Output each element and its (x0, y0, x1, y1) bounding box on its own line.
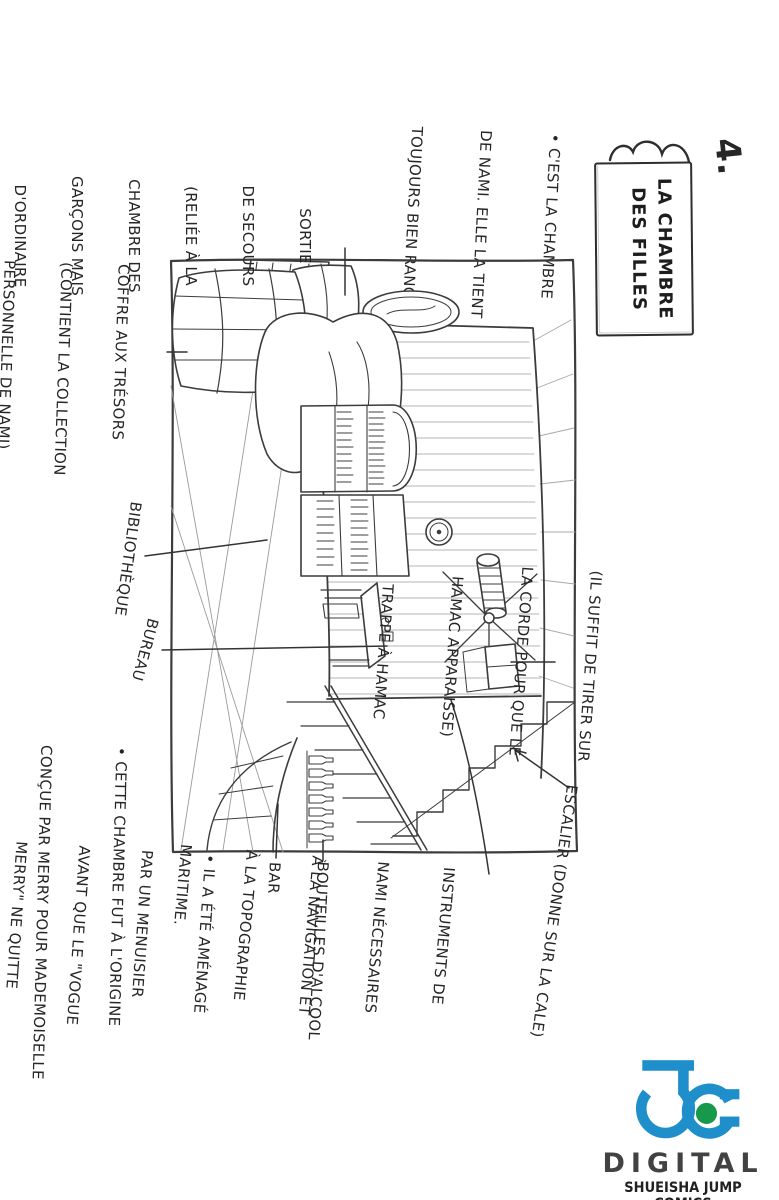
floor-lines (170, 325, 304, 853)
label-coffre-aux-tresors: COFFRE AUX TRÉSORS (CONTIENT LA COLLECTI… (0, 258, 171, 479)
coffre-line: COFFRE AUX TRÉSORS (108, 263, 133, 441)
pointer-bar (275, 803, 279, 859)
shelf-unit (300, 494, 410, 577)
instruments-line: NAMI NÉCESSAIRES (361, 860, 393, 1015)
sketch-border (169, 258, 579, 854)
label-instruments: INSTRUMENTS DE NAMI NÉCESSAIRES À LA NAV… (117, 839, 504, 1031)
label-trappe-a-hamac: (IL SUFFIT DE TIRER SUR LA CORDE POUR QU… (317, 534, 654, 784)
bookshelf (300, 404, 417, 493)
sortie-line: SORTIE (296, 208, 314, 264)
hamac-line: HAMAC APPARAISSE) (437, 575, 467, 738)
pointer-bibliotheque (144, 539, 268, 557)
jc-logo-icon (636, 1060, 740, 1139)
railing (286, 685, 428, 851)
stairs (390, 701, 576, 839)
hammock-winch (442, 553, 538, 687)
menuisier-line: AVANT QUE LE "VOGUE (62, 844, 94, 1026)
pointer-instruments (450, 699, 490, 875)
instruments-line: À LA TOPOGRAPHIE (229, 849, 261, 1002)
sortie-line: (RELIÉE À LA (182, 186, 200, 286)
instruments-line: À LA NAVIGATION ET (294, 854, 327, 1016)
hammock-trapdoor (462, 643, 520, 693)
ceiling-planks (534, 319, 576, 689)
coffre-line: (CONTIENT LA COLLECTION (50, 261, 76, 477)
room-sketch-drawing (169, 258, 579, 854)
pointer-bureau (161, 645, 388, 651)
bar-counter (206, 737, 308, 853)
coffre-line: PERSONNELLE DE NAMI) (0, 259, 19, 450)
logo-publisher: SHUEISHA JUMP COMICS (624, 1180, 742, 1200)
menuisier-line: MERRY" NE QUITTE (2, 840, 31, 990)
pointer-escalier (514, 749, 570, 789)
hamac-line: (IL SUFFIT DE TIRER SUR (574, 569, 606, 763)
hamac-line: LA CORDE POUR QUE LE (505, 565, 537, 757)
sortie-line: DE SECOURS (239, 185, 257, 287)
alcohol-bottles (308, 755, 334, 843)
logo-brand: DIGITAL (602, 1148, 764, 1179)
wall-clock (425, 518, 453, 546)
hamac-line: TRAPPE À HAMAC (369, 583, 397, 721)
banner-scroll-curl-icon (608, 140, 691, 164)
publisher-logo: DIGITAL SHUEISHA JUMP COMICS (594, 1050, 772, 1200)
instruments-line: INSTRUMENTS DE (428, 866, 459, 1006)
instruments-line: MARITIME. (170, 843, 196, 927)
